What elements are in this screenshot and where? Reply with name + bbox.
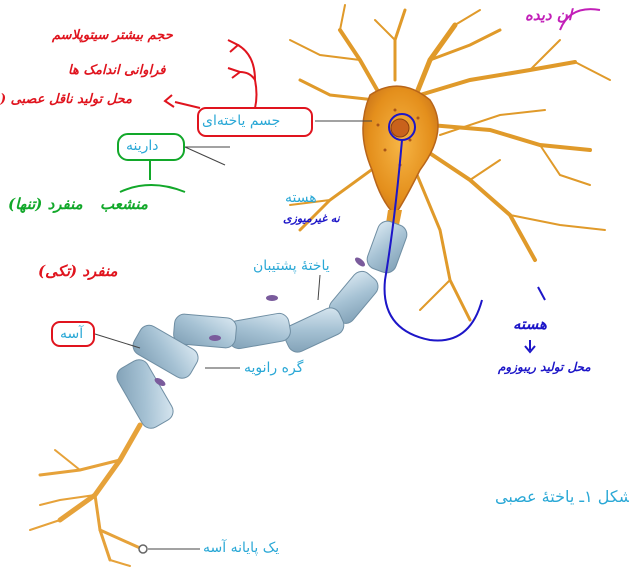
note-top-right: ان دیده <box>525 6 572 24</box>
figure-caption: شکل ۱ـ یاختهٔ عصبی <box>495 487 629 506</box>
label-cell-body: جسم یاخته‌ای <box>202 113 280 129</box>
dendrites <box>290 5 610 320</box>
note-ribosome: محل تولید ریبوزوم <box>498 360 591 374</box>
nucleus <box>391 119 409 137</box>
label-nucleus: هسته <box>285 190 317 206</box>
note-nucleus-amitotic: نه غیرمیوزی <box>283 212 340 225</box>
terminal-bulb <box>139 545 147 553</box>
note-branched: منشعب <box>100 195 148 213</box>
axon-terminals <box>30 425 140 566</box>
label-schwann-cell: یاختهٔ پشتیبان <box>253 258 330 274</box>
note-nucleus-right: هسته <box>513 315 547 333</box>
axon-myelin <box>113 218 409 432</box>
note-cytoplasm: حجم بیشتر سیتوپلاسم <box>52 28 173 43</box>
note-organelles: فراوانی اندامک ها <box>68 63 165 78</box>
label-node: گره رانویه <box>244 360 303 376</box>
note-single-green: منفرد (تنها) <box>8 195 83 213</box>
label-axon-terminal: یک پایانه آسه <box>203 540 279 556</box>
note-neurotransmitter: محل تولید ناقل عصبی ( <box>0 92 132 107</box>
label-axon: آسه <box>60 326 83 342</box>
note-single-red: منفرد (تکی) <box>38 262 117 280</box>
label-dendrite: دارینه <box>126 138 159 154</box>
